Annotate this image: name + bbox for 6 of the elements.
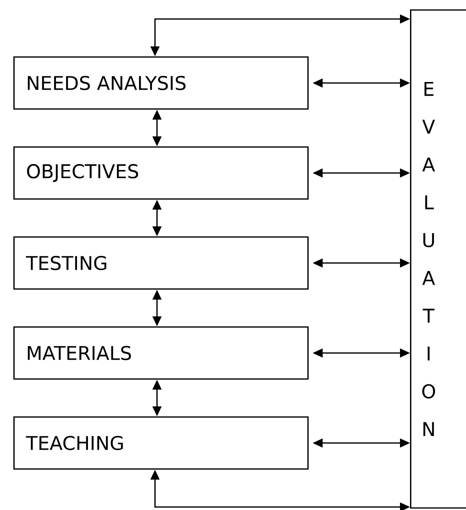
process-box: MATERIALS — [13, 326, 309, 380]
process-box: TESTING — [13, 236, 309, 290]
evaluation-box: E V A L U A T I O N — [410, 9, 466, 509]
process-box: TEACHING — [13, 416, 309, 470]
process-box: OBJECTIVES — [13, 146, 309, 200]
process-box: NEEDS ANALYSIS — [13, 56, 309, 110]
